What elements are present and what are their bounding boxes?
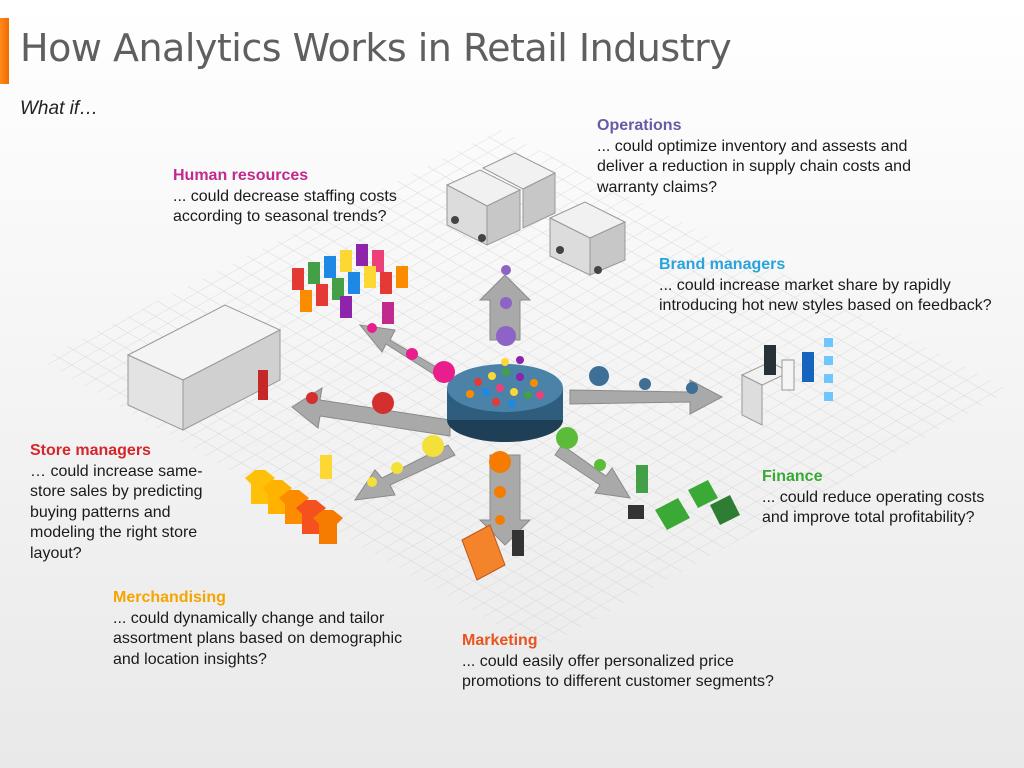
human-resources-text: ... could decrease staffing costs accord… xyxy=(173,187,397,226)
operations-text: ... could optimize inventory and assests… xyxy=(597,137,911,196)
store-building-illustration xyxy=(126,304,282,431)
title-accent-bar xyxy=(0,18,9,84)
trucks-illustration xyxy=(445,152,627,276)
marketing-board-illustration xyxy=(461,524,524,581)
merchandising-heading: Merchandising xyxy=(113,589,226,606)
data-hub xyxy=(447,356,563,442)
store-managers-text: … could increase same-store sales by pre… xyxy=(30,462,203,562)
hub-balls xyxy=(466,356,544,408)
arrow-finance xyxy=(554,444,631,499)
flow-balls xyxy=(306,265,698,525)
page-subtitle: What if… xyxy=(20,98,99,119)
brand-managers-block: Brand managers ... could increase market… xyxy=(659,255,1021,317)
operations-heading: Operations xyxy=(597,117,682,134)
arrow-store xyxy=(291,386,451,437)
hr-crowd-illustration xyxy=(292,244,408,324)
finance-text: ... could reduce operating costs and imp… xyxy=(762,488,985,527)
merchandising-text: ... could dynamically change and tailor … xyxy=(113,609,403,668)
brand-managers-text: ... could increase market share by rapid… xyxy=(659,276,992,315)
marketing-heading: Marketing xyxy=(462,632,538,649)
operations-block: Operations ... could optimize inventory … xyxy=(597,116,947,198)
store-managers-block: Store managers … could increase same-sto… xyxy=(30,441,218,564)
brand-managers-heading: Brand managers xyxy=(659,256,786,273)
finance-block: Finance ... could reduce operating costs… xyxy=(762,467,1007,529)
human-resources-block: Human resources ... could decrease staff… xyxy=(173,166,423,228)
merchandising-block: Merchandising ... could dynamically chan… xyxy=(113,588,408,670)
finance-illustration xyxy=(628,465,740,530)
page-title: How Analytics Works in Retail Industry xyxy=(20,26,732,70)
human-resources-heading: Human resources xyxy=(173,167,309,184)
store-managers-heading: Store managers xyxy=(30,442,151,459)
finance-heading: Finance xyxy=(762,468,823,485)
brand-managers-illustration xyxy=(740,338,833,426)
marketing-block: Marketing ... could easily offer persona… xyxy=(462,631,807,693)
merchandising-shirts-illustration xyxy=(245,455,343,544)
marketing-text: ... could easily offer personalized pric… xyxy=(462,652,774,691)
